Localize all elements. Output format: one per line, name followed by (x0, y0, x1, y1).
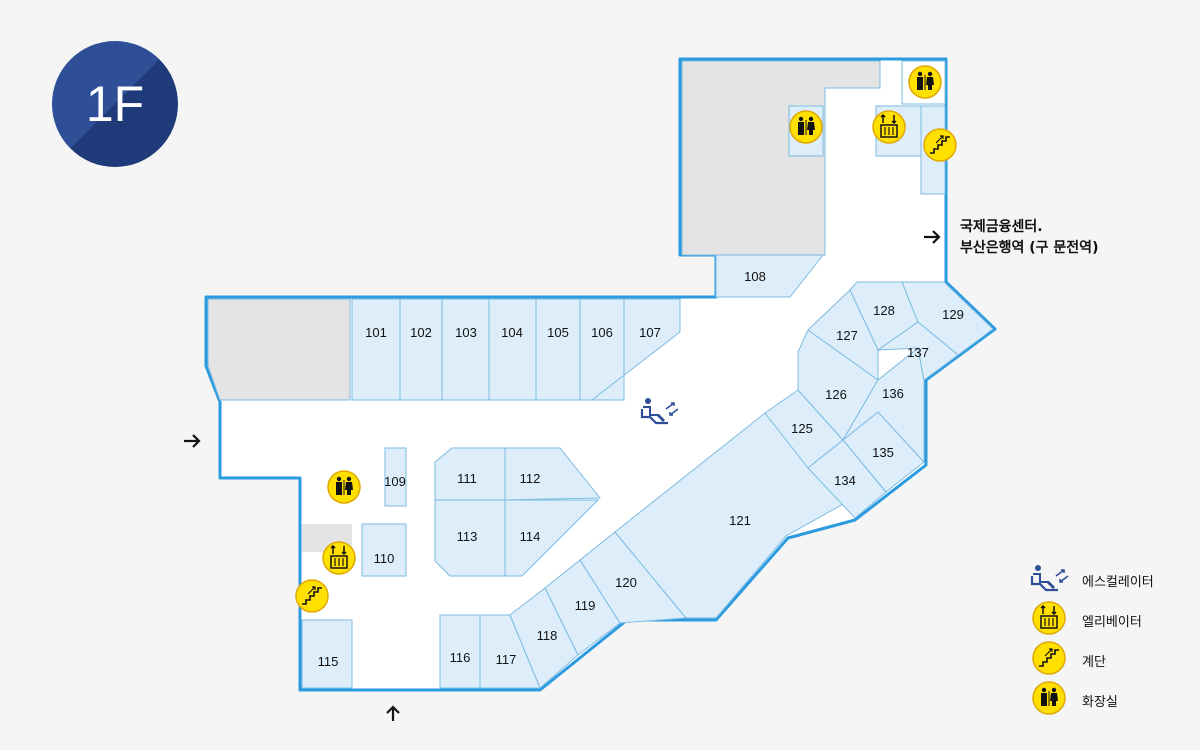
arrow-right-icon (924, 230, 941, 244)
unit-label-106: 106 (591, 325, 613, 340)
legend-label-restroom: 화장실 (1082, 694, 1118, 710)
unit-label-120: 120 (615, 575, 637, 590)
unit-label-101: 101 (365, 325, 387, 340)
unit-label-114: 114 (520, 529, 541, 544)
unit-label-112: 112 (520, 471, 541, 486)
unit-label-111: 111 (457, 471, 477, 486)
stairs-icon[interactable] (295, 579, 329, 613)
exit-label: 국제금융센터. 부산은행역 (구 문전역) (960, 217, 1098, 259)
store-116[interactable] (439, 614, 481, 689)
legend: 에스컬레이터 엘리베이터 계단 화장실 (1032, 560, 1154, 720)
unit-label-126: 126 (825, 387, 847, 402)
unit-labels: 101 102 103 104 105 106 107 108 109 110 … (318, 269, 964, 669)
store-129[interactable] (901, 281, 994, 356)
gray-area-west (207, 298, 351, 401)
unit-label-103: 103 (455, 325, 477, 340)
legend-label-stairs: 계단 (1082, 654, 1106, 670)
store-112[interactable] (504, 447, 602, 501)
unit-label-137: 137 (907, 345, 929, 360)
store-107[interactable] (590, 298, 681, 401)
store-104[interactable] (488, 298, 537, 401)
legend-icon-slot (1032, 643, 1066, 677)
restroom-icon[interactable] (908, 65, 942, 99)
legend-item-restroom: 화장실 (1032, 680, 1154, 720)
elevator-icon[interactable] (872, 110, 906, 144)
unit-label-110: 110 (374, 551, 395, 566)
elevator-icon[interactable] (322, 541, 356, 575)
unit-label-116: 116 (450, 650, 471, 665)
unit-label-128: 128 (873, 303, 895, 318)
store-101[interactable] (351, 298, 401, 401)
unit-label-107: 107 (639, 325, 661, 340)
store-109[interactable] (384, 447, 407, 507)
stairs-icon[interactable] (923, 128, 957, 162)
legend-item-stairs: 계단 (1032, 640, 1154, 680)
unit-label-117: 117 (496, 652, 517, 667)
unit-label-136: 136 (882, 386, 904, 401)
gray-area-north (681, 60, 881, 256)
unit-label-134: 134 (834, 473, 856, 488)
restroom-icon[interactable] (327, 470, 361, 504)
restroom-icon[interactable] (789, 110, 823, 144)
unit-label-118: 118 (537, 628, 558, 643)
unit-label-121: 121 (729, 513, 751, 528)
legend-item-elevator: 엘리베이터 (1032, 600, 1154, 640)
exit-label-line2: 부산은행역 (구 문전역) (960, 240, 1099, 256)
unit-label-127: 127 (836, 328, 858, 343)
store-102[interactable] (399, 298, 443, 401)
store-115[interactable] (301, 619, 353, 689)
store-103[interactable] (441, 298, 490, 401)
unit-label-108: 108 (744, 269, 766, 284)
store-108[interactable] (715, 254, 825, 298)
arrow-up-icon (386, 705, 400, 721)
store-units (301, 254, 994, 689)
unit-label-109: 109 (384, 474, 406, 489)
store-110[interactable] (361, 523, 407, 577)
legend-item-escalator: 에스컬레이터 (1032, 560, 1154, 600)
legend-label-escalator: 에스컬레이터 (1082, 574, 1154, 590)
store-137[interactable] (876, 321, 959, 381)
unit-label-135: 135 (872, 445, 894, 460)
unit-label-104: 104 (501, 325, 523, 340)
unit-label-125: 125 (791, 421, 813, 436)
store-114[interactable] (504, 499, 600, 577)
floor-badge: 1F (52, 41, 178, 167)
store-105[interactable] (535, 298, 581, 401)
legend-icon-slot (1032, 563, 1066, 597)
legend-icon-slot (1032, 603, 1066, 637)
legend-icon-slot (1032, 683, 1066, 717)
arrow-right-icon (184, 434, 201, 448)
unit-label-129: 129 (942, 307, 964, 322)
unit-label-119: 119 (575, 598, 596, 613)
unit-label-113: 113 (457, 529, 478, 544)
exit-label-line1: 국제금융센터. (960, 219, 1043, 235)
store-113[interactable] (434, 499, 506, 577)
unit-label-115: 115 (318, 654, 339, 669)
unit-label-105: 105 (547, 325, 569, 340)
legend-label-elevator: 엘리베이터 (1082, 614, 1142, 630)
unit-label-102: 102 (410, 325, 432, 340)
